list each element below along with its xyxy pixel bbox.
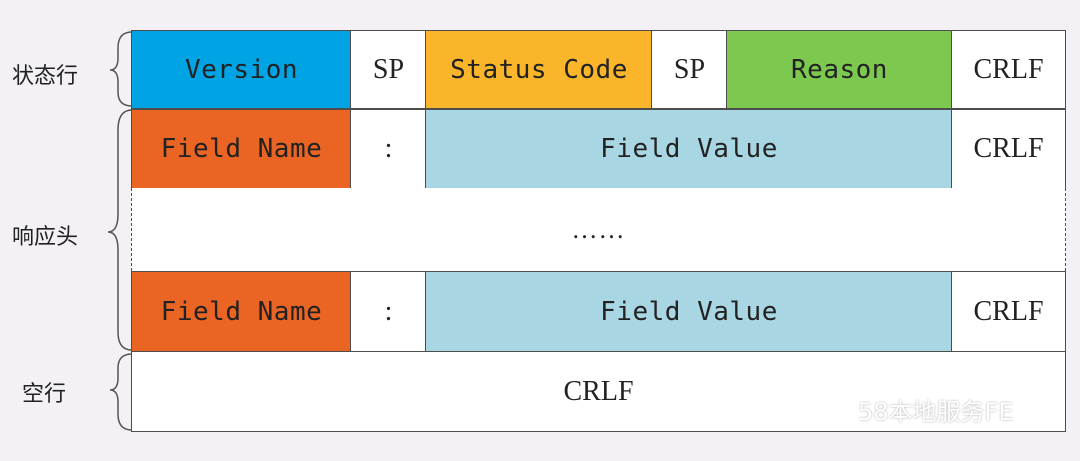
status-line-brace	[109, 31, 133, 107]
blank-line-brace	[109, 353, 133, 431]
colon-cell: :	[350, 109, 427, 189]
status-crlf-cell: CRLF	[951, 30, 1066, 109]
status-code-cell: Status Code	[425, 30, 653, 109]
field-value-cell: Field Value	[425, 109, 953, 189]
header-crlf-cell: CRLF	[951, 109, 1066, 189]
version-cell: Version	[131, 30, 352, 109]
watermark-text: 58本地服务FE	[858, 398, 1014, 426]
wechat-icon	[819, 396, 851, 422]
watermark: 58本地服务FE	[818, 392, 1014, 427]
sp-cell-1: SP	[350, 30, 427, 109]
field-name-cell: Field Name	[131, 271, 352, 353]
blank-line-label: 空行	[22, 382, 67, 407]
field-name-cell: Field Name	[131, 109, 352, 189]
blank-line-crlf-cell: CRLF	[131, 351, 1066, 432]
sp-cell-2: SP	[651, 30, 728, 109]
header-crlf-cell: CRLF	[951, 271, 1066, 353]
headers-label: 响应头	[12, 225, 79, 250]
reason-cell: Reason	[726, 30, 953, 109]
colon-cell: :	[350, 271, 427, 353]
row-group-braces	[107, 31, 133, 431]
field-value-cell: Field Value	[425, 271, 953, 353]
ellipsis-row: ……	[131, 188, 1066, 271]
status-line-label: 状态行	[12, 64, 79, 89]
headers-brace	[107, 109, 133, 351]
ellipsis-text: ……	[571, 214, 626, 244]
